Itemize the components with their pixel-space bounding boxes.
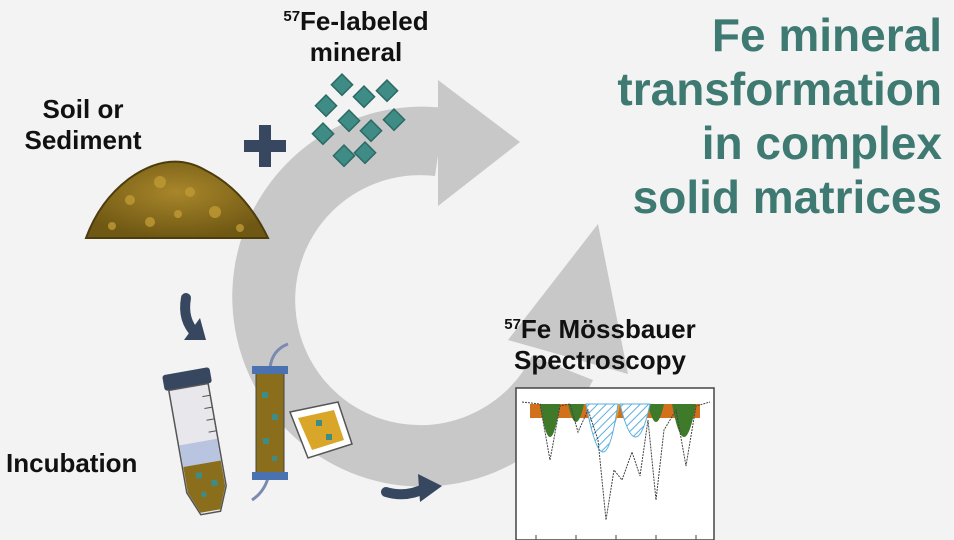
mossbauer-label-sup: 57 — [504, 316, 521, 333]
centrifuge-tube-icon — [162, 367, 227, 516]
spectrum-plot-icon — [515, 387, 715, 540]
mossbauer-label-line1: Fe Mössbauer — [520, 314, 696, 344]
soil-pile-icon — [84, 160, 270, 239]
soil-label-line1: Soil or — [42, 94, 124, 124]
mineral-label: 57Fe-labeled mineral — [266, 6, 446, 68]
cycle-arrowhead-right — [508, 224, 628, 374]
soil-label-line2: Sediment — [24, 125, 142, 155]
incubation-label: Incubation — [6, 448, 138, 478]
column-icon — [251, 342, 289, 502]
mineral-label-line2: mineral — [309, 37, 403, 67]
mineral-crystals-icon — [311, 73, 406, 168]
arrow-to-spectrum — [381, 474, 442, 502]
plus-icon — [244, 125, 286, 167]
mineral-label-sup: 57 — [283, 8, 301, 25]
page-title: Fe mineral transformation in complex sol… — [617, 9, 942, 223]
soil-label: Soil or Sediment — [8, 94, 158, 156]
sample-bag-icon — [288, 401, 353, 459]
mineral-label-line1: Fe-labeled — [300, 6, 429, 36]
arrow-icon — [180, 293, 206, 340]
mossbauer-label-line2: Spectroscopy — [514, 345, 686, 375]
cycle-arrow — [232, 106, 593, 487]
mossbauer-label: 57Fe Mössbauer Spectroscopy — [470, 314, 730, 376]
cycle-arrowhead-top — [438, 80, 520, 206]
